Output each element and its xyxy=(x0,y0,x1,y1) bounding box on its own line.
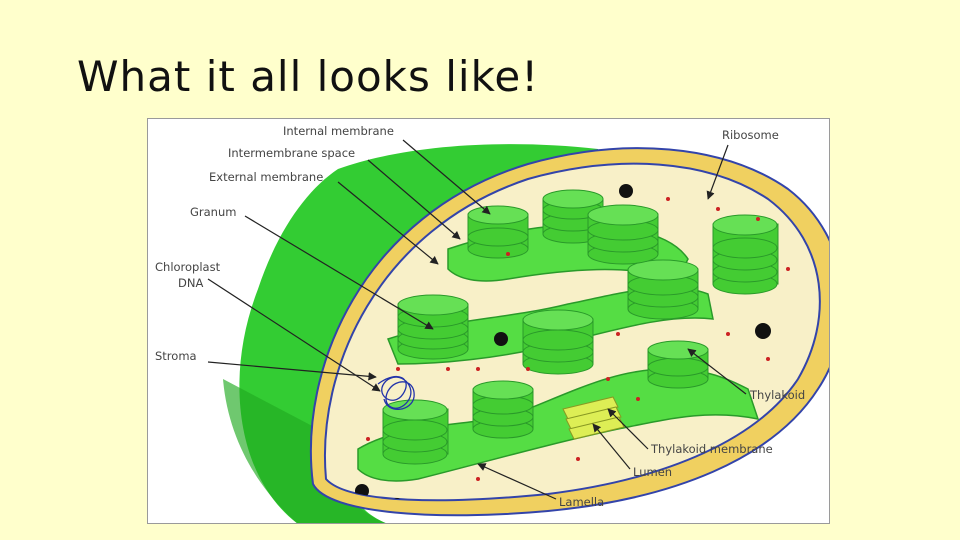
granum-stack xyxy=(647,340,709,389)
label-ribosome: Ribosome xyxy=(722,128,779,142)
label-lamella: Lamella xyxy=(559,495,604,509)
label-intermembrane-space: Intermembrane space xyxy=(228,146,355,160)
granum-stack xyxy=(382,399,449,465)
label-lumen: Lumen xyxy=(633,465,672,479)
granum-stack xyxy=(522,309,594,375)
granum-stack xyxy=(467,205,529,259)
stroma-contents xyxy=(355,184,790,501)
leader-lines xyxy=(207,139,747,500)
chloroplast-diagram: Internal membrane Intermembrane space Ex… xyxy=(147,118,830,524)
label-external-membrane: External membrane xyxy=(209,170,323,184)
granum-stack xyxy=(627,259,699,320)
granum-stack xyxy=(587,204,659,265)
label-internal-membrane: Internal membrane xyxy=(283,124,394,138)
granum-stack xyxy=(472,380,534,439)
ribosomes xyxy=(366,197,790,481)
granum-stack xyxy=(397,294,469,360)
label-stroma: Stroma xyxy=(155,349,197,363)
label-dna: DNA xyxy=(178,276,203,290)
label-granum: Granum xyxy=(190,205,236,219)
plastoglobules xyxy=(355,184,771,501)
granum-stacks xyxy=(382,189,779,465)
page-title: What it all looks like! xyxy=(77,52,540,101)
chloroplast-diagram-svg: Internal membrane Intermembrane space Ex… xyxy=(155,124,829,523)
label-thylakoid-membrane: Thylakoid membrane xyxy=(650,442,773,456)
label-thylakoid: Thylakoid xyxy=(749,388,805,402)
label-chloroplast: Chloroplast xyxy=(155,260,221,274)
dna-strand xyxy=(377,375,415,410)
granum-stack xyxy=(712,214,779,295)
